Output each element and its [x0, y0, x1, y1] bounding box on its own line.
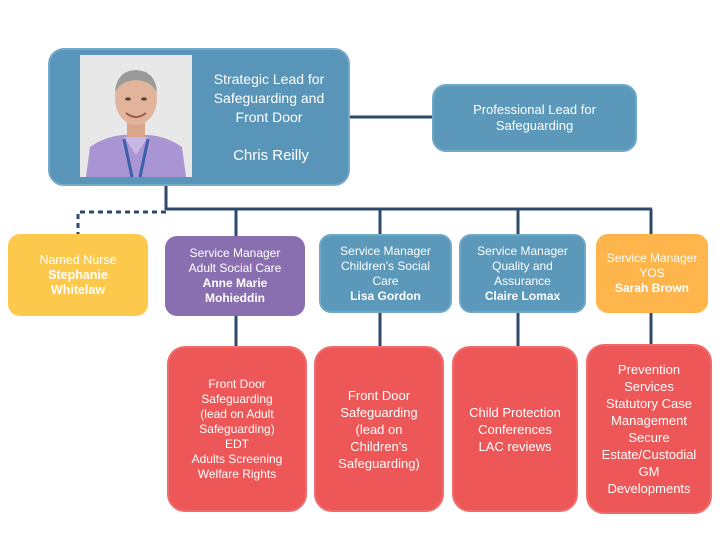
remit-line: Conferences	[478, 421, 552, 437]
portrait-image	[80, 55, 192, 177]
professional-lead-box: Professional Lead for Safeguarding	[432, 84, 637, 152]
named-nurse-box: Named Nurse Stephanie Whitelaw	[8, 234, 148, 316]
manager-name: Claire Lomax	[484, 288, 561, 303]
remit-line: Services	[624, 379, 674, 394]
remit-line: Adults Screening	[191, 451, 283, 466]
remit-line: Statutory Case	[605, 396, 692, 411]
manager-box-adult-social-care: Service Manager Adult Social Care Anne M…	[165, 236, 305, 316]
manager-box-childrens-social-care: Service Manager Children's Social Care L…	[319, 234, 452, 313]
remit-line: (lead on	[355, 421, 403, 437]
strategic-lead-title: Strategic Lead for Safeguarding and Fron…	[213, 71, 325, 125]
remit-line: EDT	[224, 436, 249, 451]
remit-line: Children's	[350, 438, 408, 454]
remit-line: Front Door	[208, 376, 266, 391]
manager-name: Sarah Brown	[614, 281, 689, 295]
remit-line: LAC reviews	[478, 438, 552, 454]
remit-line: Prevention	[617, 362, 681, 377]
manager-role: Service Manager Adult Social Care	[188, 246, 282, 275]
remit-line: Welfare Rights	[197, 466, 277, 481]
remit-line: GM	[638, 464, 660, 479]
manager-name: Anne Marie Mohieddin	[202, 276, 268, 305]
remit-line: Child Protection	[469, 404, 561, 420]
remit-line: Safeguarding	[201, 391, 273, 406]
manager-role: Service Manager YOS	[606, 251, 698, 280]
named-nurse-role: Named Nurse	[39, 252, 117, 267]
connector-dotted-nurse	[76, 210, 166, 234]
strategic-lead-name: Chris Reilly	[233, 147, 309, 164]
manager-box-quality-assurance: Service Manager Quality and Assurance Cl…	[459, 234, 586, 313]
manager-box-yos: Service Manager YOS Sarah Brown	[596, 234, 708, 313]
manager-role: Service Manager Children's Social Care	[340, 243, 431, 288]
remit-line: Developments	[607, 481, 691, 496]
professional-lead-title: Professional Lead for Safeguarding	[473, 102, 596, 133]
remit-line: Safeguarding	[340, 404, 418, 420]
manager-role: Service Manager Quality and Assurance	[477, 243, 568, 288]
remit-line: Front Door	[347, 387, 411, 403]
person-photo	[80, 55, 192, 177]
remit-line: Secure	[628, 430, 670, 445]
named-nurse-name: Stephanie Whitelaw	[48, 267, 108, 297]
remit-line: Safeguarding)	[199, 421, 275, 436]
remit-line: (lead on Adult	[200, 406, 274, 421]
remit-line: Estate/Custodial	[601, 447, 697, 462]
remit-line: Safeguarding)	[338, 455, 420, 471]
remit-line: Management	[611, 413, 687, 428]
manager-name: Lisa Gordon	[350, 288, 421, 303]
